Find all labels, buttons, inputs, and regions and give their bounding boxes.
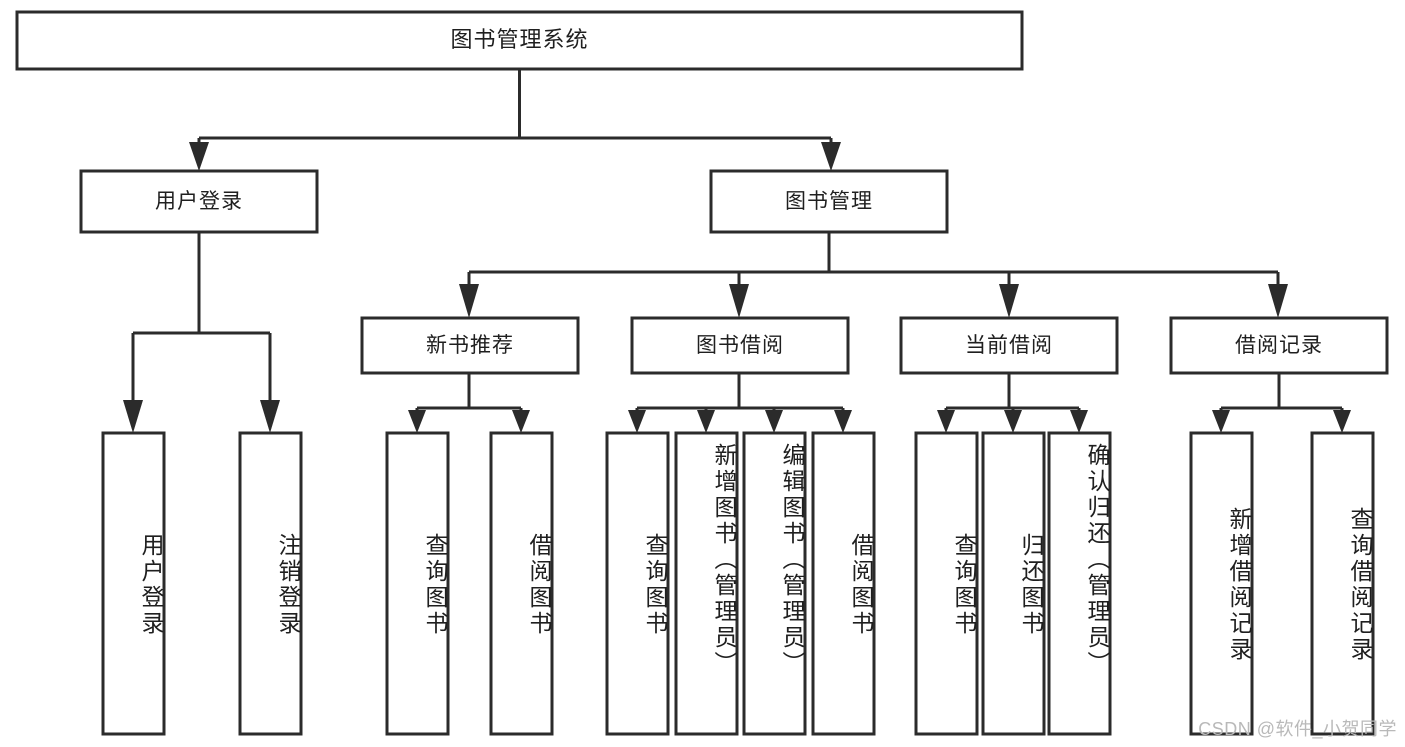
- node-borrow-record-box: [1169, 316, 1389, 375]
- node-user-login-box: [79, 169, 319, 234]
- arrow-nb-leaf-1: [408, 410, 426, 433]
- leaf-box-cb-return: [981, 431, 1046, 736]
- arrow-to-borrow-record: [1268, 284, 1288, 318]
- arrow-bb-leaf-1: [628, 410, 646, 433]
- leaf-box-bb-query: [605, 431, 670, 736]
- node-book-borrow-box: [630, 316, 850, 375]
- leaf-box-nb-borrow: [489, 431, 554, 736]
- watermark-text: CSDN @软件_小贺同学: [1198, 719, 1397, 739]
- arrow-leaf-logout: [260, 400, 280, 433]
- node-current-borrow-box: [899, 316, 1119, 375]
- leaf-box-cb-confirm: [1047, 431, 1112, 736]
- arrow-to-user-login: [189, 142, 209, 171]
- arrow-cb-leaf-3: [1070, 410, 1088, 433]
- node-book-manage-box: [709, 169, 949, 234]
- node-new-book-box: [360, 316, 580, 375]
- leaf-box-nb-query: [385, 431, 450, 736]
- arrow-leaf-user-login: [123, 400, 143, 433]
- arrow-cb-leaf-2: [1004, 410, 1022, 433]
- arrow-br-leaf-2: [1333, 410, 1351, 433]
- leaf-box-user-login: [101, 431, 166, 736]
- arrow-br-leaf-1: [1212, 410, 1230, 433]
- arrow-to-current-borrow: [999, 284, 1019, 318]
- leaf-box-bb-add: [674, 431, 739, 736]
- leaf-box-br-add: [1189, 431, 1254, 736]
- leaf-box-cb-query: [914, 431, 979, 736]
- arrow-cb-leaf-1: [937, 410, 955, 433]
- arrow-bb-leaf-2: [697, 410, 715, 433]
- leaf-box-bb-edit: [742, 431, 807, 736]
- arrow-to-book-borrow: [729, 284, 749, 318]
- leaf-box-br-query: [1310, 431, 1375, 736]
- arrow-bb-leaf-3: [765, 410, 783, 433]
- arrow-to-book-manage: [821, 142, 841, 171]
- arrow-to-new-book: [459, 284, 479, 318]
- leaf-box-logout: [238, 431, 303, 736]
- arrow-bb-leaf-4: [834, 410, 852, 433]
- node-root-box: [15, 10, 1024, 71]
- leaf-box-bb-borrow: [811, 431, 876, 736]
- arrow-nb-leaf-2: [512, 410, 530, 433]
